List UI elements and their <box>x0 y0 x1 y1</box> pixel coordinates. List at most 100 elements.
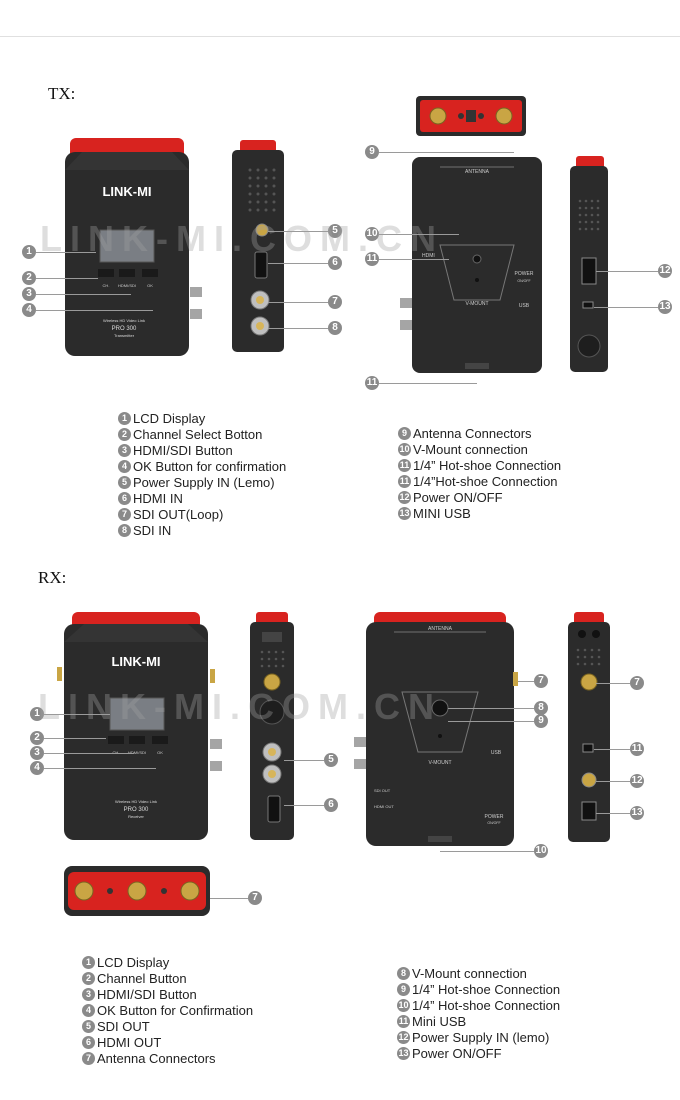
rx-side-view <box>250 612 294 840</box>
tx-callout-8: 8 <box>328 321 342 335</box>
svg-text:Wireless HD Video Link: Wireless HD Video Link <box>103 318 145 323</box>
rx-lemo-power-port <box>581 772 597 788</box>
rx-callout-4: 4 <box>30 761 44 775</box>
rx-power-switch <box>581 801 597 821</box>
rx-mini-usb-port <box>582 743 594 753</box>
tx-hdmi-in-port <box>254 251 268 279</box>
svg-text:ANTENNA: ANTENNA <box>428 626 453 632</box>
tx-callout-3: 3 <box>22 287 36 301</box>
tx-antenna-connector-1 <box>429 107 447 125</box>
svg-text:POWER: POWER <box>515 271 534 277</box>
rx-brand: LINK-MI <box>111 654 160 669</box>
tx-front-bnc-stubs <box>190 287 202 319</box>
svg-text:PRO 300: PRO 300 <box>112 326 137 332</box>
svg-text:Receiver: Receiver <box>128 814 144 819</box>
rx-front-side-stubs <box>210 669 222 771</box>
rx-back-bnc-stubs <box>354 737 366 769</box>
rx-back-view: ANTENNA V-MOUNT USB POWER ON/OFF SDI OUT… <box>366 612 514 846</box>
tx-ok-button[interactable] <box>142 269 158 277</box>
rx-hdmi-sdi-button[interactable] <box>129 736 145 744</box>
rx-callout-6: 6 <box>324 798 338 812</box>
tx-callout-7: 7 <box>328 295 342 309</box>
tx-callout-1: 1 <box>22 245 36 259</box>
tx-brand: LINK-MI <box>102 184 151 199</box>
svg-text:HDMI: HDMI <box>422 253 435 259</box>
tx-callout-13: 13 <box>658 300 672 314</box>
tx-callout-10: 10 <box>365 227 379 241</box>
svg-text:HDMI OUT: HDMI OUT <box>374 804 394 809</box>
rx-right-side-view <box>568 612 610 842</box>
svg-text:HDMI/SDI: HDMI/SDI <box>128 750 146 755</box>
svg-text:V-MOUNT: V-MOUNT <box>428 760 451 766</box>
rx-callout-13: 13 <box>630 806 644 820</box>
tx-hotshoe-hole <box>472 254 482 264</box>
tx-callout-2: 2 <box>22 271 36 285</box>
tx-watermark: LINK-MI.COM.CN <box>40 218 444 259</box>
rx-watermark: LINK-MI.COM.CN <box>38 686 442 727</box>
rx-ok-button[interactable] <box>152 736 168 744</box>
tx-front-view: LINK-MI CH. HDMI/SDI OK Wireless HD Vide… <box>65 138 189 356</box>
tx-callout-4: 4 <box>22 303 36 317</box>
rx-top-antenna-view <box>64 866 210 916</box>
svg-text:Transmitter: Transmitter <box>114 333 135 338</box>
rx-back-antenna-stub <box>513 672 518 686</box>
tx-callout-9: 9 <box>365 145 379 159</box>
rx-right-antenna-connector <box>580 673 598 691</box>
tx-lemo-power-port <box>255 223 269 237</box>
svg-text:V-MOUNT: V-MOUNT <box>465 301 488 307</box>
rx-callout-3: 3 <box>30 746 44 760</box>
rx-side-antenna-connector <box>263 673 281 691</box>
rx-section-label: RX: <box>38 568 67 587</box>
tx-side-view <box>232 140 284 352</box>
tx-section-label: TX: <box>48 84 76 103</box>
svg-text:SDI OUT: SDI OUT <box>374 788 391 793</box>
tx-callout-5: 5 <box>328 224 342 238</box>
tx-ch-button[interactable] <box>98 269 114 277</box>
rx-callout-11: 11 <box>630 742 644 756</box>
svg-text:Wireless HD Video Link: Wireless HD Video Link <box>115 799 157 804</box>
rx-callout-1: 1 <box>30 707 44 721</box>
rx-callout-8: 8 <box>534 701 548 715</box>
rx-callout-7-side: 7 <box>630 676 644 690</box>
tx-callout-11-bottom: 11 <box>365 376 379 390</box>
rx-callout-9: 9 <box>534 714 548 728</box>
rx-callout-5: 5 <box>324 753 338 767</box>
svg-text:ON/OFF: ON/OFF <box>517 279 530 283</box>
svg-text:OK: OK <box>147 283 153 288</box>
svg-text:PRO 300: PRO 300 <box>124 807 149 813</box>
rx-callout-7-top: 7 <box>248 891 262 905</box>
svg-text:ON/OFF: ON/OFF <box>487 821 500 825</box>
svg-text:HDMI/SDI: HDMI/SDI <box>118 283 136 288</box>
tx-lcd <box>99 229 155 263</box>
rx-antenna-connector-3 <box>180 881 200 901</box>
tx-hdmi-sdi-button[interactable] <box>119 269 135 277</box>
tx-antenna-connector-2 <box>495 107 513 125</box>
rx-ch-button[interactable] <box>108 736 124 744</box>
tx-callout-6: 6 <box>328 256 342 270</box>
tx-callout-11-top: 11 <box>365 252 379 266</box>
